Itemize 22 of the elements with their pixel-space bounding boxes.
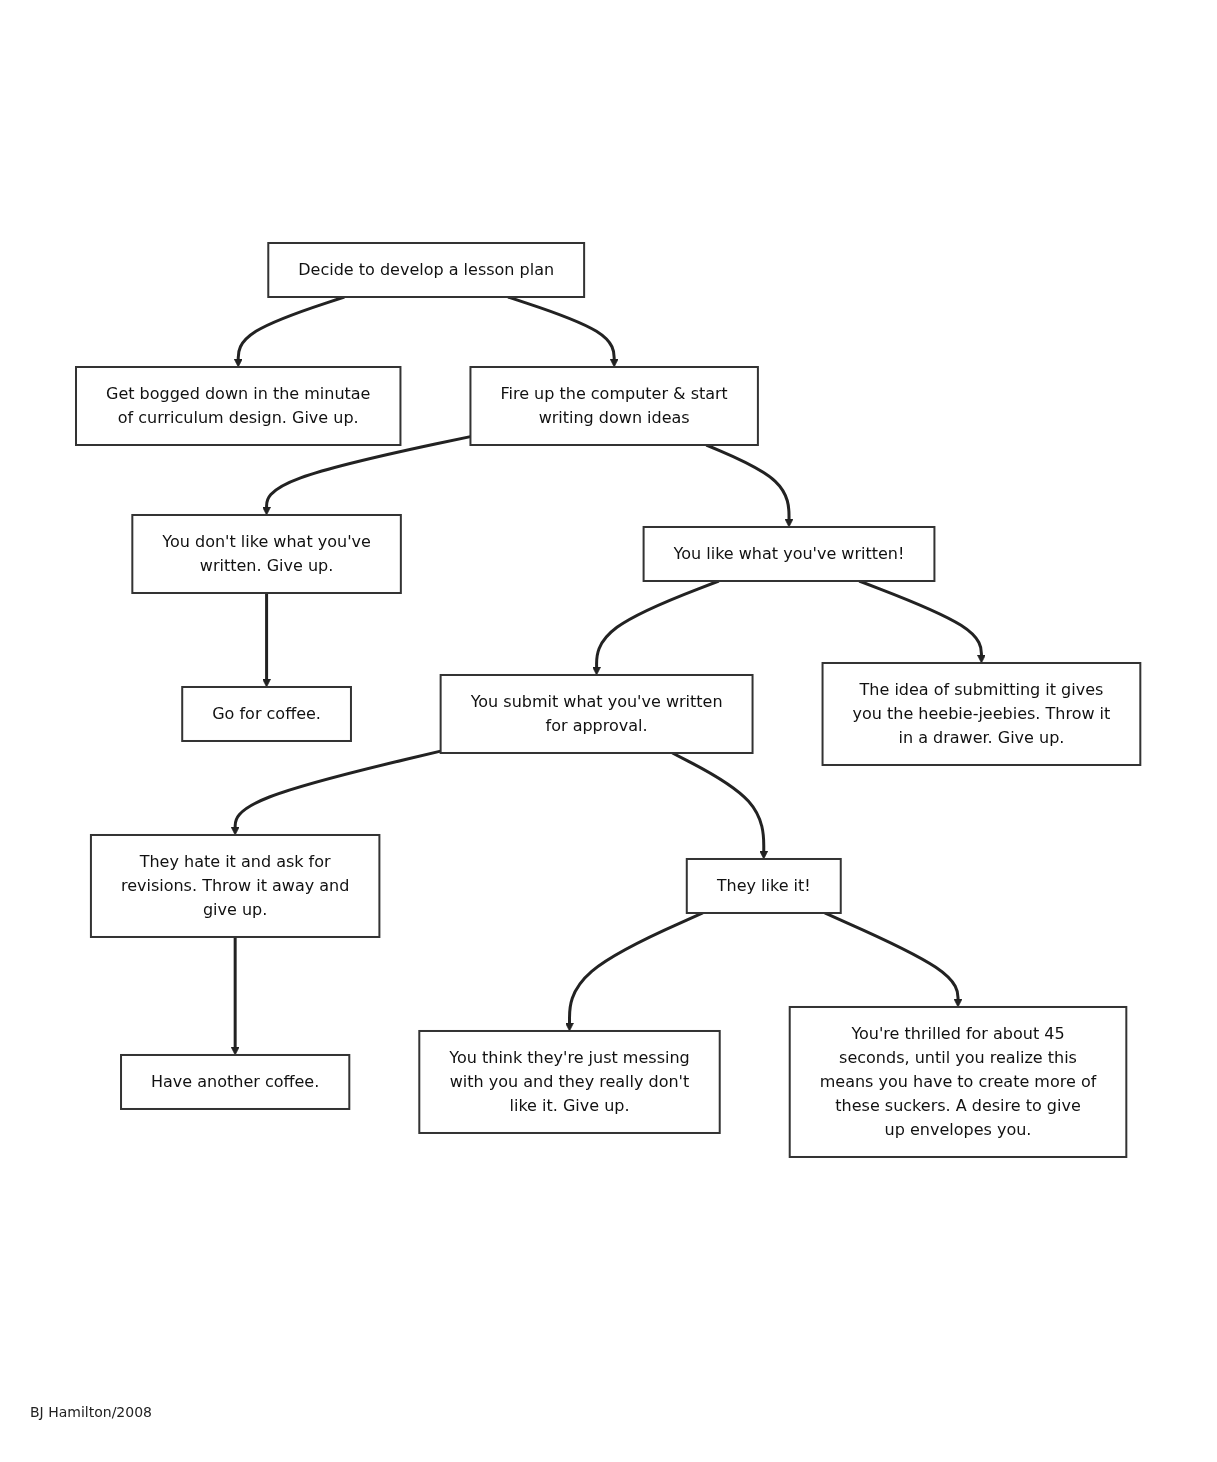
node-box: You don't like what you've written. Give up. — [131, 514, 403, 594]
node-box: You submit what you've written for approval. — [439, 674, 754, 754]
node-box: They hate it and ask for revisions. Throw it away and give up. — [90, 834, 381, 938]
node-box: Go for coffee. — [181, 686, 353, 742]
arrow — [231, 937, 240, 1056]
node-box: Decide to develop a lesson plan — [267, 242, 586, 298]
node-box: They like it! — [686, 858, 843, 914]
arrow — [262, 593, 272, 688]
node-box: You like what you've written! — [642, 526, 936, 582]
node-box: Have another coffee. — [120, 1054, 351, 1110]
arrow — [565, 911, 704, 1032]
node-box: Get bogged down in the minutae of curriculum design. Give up. — [75, 366, 402, 446]
arrow — [824, 911, 963, 1008]
node-box: Fire up the computer & start writing down ideas — [469, 366, 760, 446]
arrow — [859, 579, 987, 664]
arrow — [672, 751, 769, 860]
arrow — [231, 749, 442, 836]
node-box: You're thrilled for about 45 seconds, until you realize this means you have to create more of these suckers. A desire to give up envelopes you. — [789, 1006, 1128, 1158]
credit-text: BJ Hamilton/2008 — [30, 1404, 153, 1420]
arrow — [592, 579, 720, 676]
node-box: You think they're just messing with you and they really don't like it. Give up. — [418, 1030, 722, 1134]
node-box: The idea of submitting it gives you the heebie-jeebies. Throw it in a drawer. Give up. — [821, 662, 1142, 766]
